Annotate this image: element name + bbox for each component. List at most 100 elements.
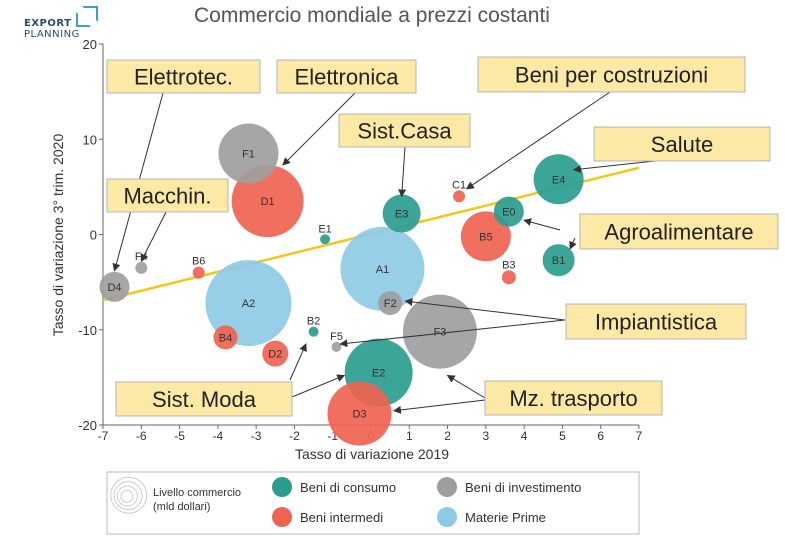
callout-box-mz-trasporto xyxy=(484,380,663,416)
x-tick-label: -6 xyxy=(136,429,147,443)
callout-label-sist-moda: Sist. Moda xyxy=(152,387,257,412)
callout-label-macchin: Macchin. xyxy=(123,184,211,209)
bubble-label-b2: B2 xyxy=(307,316,320,328)
x-tick-label: 4 xyxy=(521,429,528,443)
callout-box-elettronica xyxy=(276,59,417,94)
callout-box-salute xyxy=(593,126,771,162)
logo-square-icon xyxy=(82,6,98,22)
bubble-label-b1: B1 xyxy=(552,255,565,267)
legend-swatch-consumo xyxy=(272,477,292,497)
callout-arrow xyxy=(572,160,656,173)
bubble-b3 xyxy=(501,270,516,285)
bubble-label-d1: D1 xyxy=(261,196,275,208)
x-tick-label: 3 xyxy=(483,429,490,443)
callout-arrow xyxy=(392,399,486,414)
callout-arrow xyxy=(289,343,307,381)
legend-size-label-1: Livello commercio xyxy=(153,487,241,499)
bubble-f2 xyxy=(378,291,403,316)
bubble-label-e2: E2 xyxy=(372,368,385,380)
callout-label-salute: Salute xyxy=(651,132,713,157)
bubble-label-f2: F2 xyxy=(384,298,397,310)
callout-label-mz-trasporto: Mz. trasporto xyxy=(509,386,637,411)
callout-arrow xyxy=(465,91,611,190)
bubble-d2 xyxy=(262,340,289,367)
bubble-label-e4: E4 xyxy=(552,174,565,186)
callout-arrow xyxy=(404,298,566,321)
bubble-label-c1: C1 xyxy=(452,179,466,191)
bubble-label-e3: E3 xyxy=(395,209,408,221)
callout-box-sist-casa xyxy=(338,113,471,148)
x-tick-label: 1 xyxy=(406,429,413,443)
legend-swatch-prime xyxy=(437,507,457,527)
y-tick-label: 0 xyxy=(90,228,97,243)
y-axis-label: Tasso di variazione 3° trim. 2020 xyxy=(50,134,66,337)
y-tick-label: -20 xyxy=(78,418,97,433)
callout-box-agroalimentare xyxy=(579,213,779,250)
callout-arrows xyxy=(112,91,656,414)
logo-line2: PLANNING xyxy=(24,29,80,40)
callout-arrow xyxy=(140,211,167,263)
callout-arrow xyxy=(569,237,577,250)
legend-swatch-intermedi xyxy=(272,507,292,527)
bubble-b6 xyxy=(192,266,205,279)
legend-entry-investimento: Beni di investimento xyxy=(465,480,581,495)
y-tick-label: -10 xyxy=(78,323,97,338)
bubble-label-b6: B6 xyxy=(192,256,205,268)
callout-box-elettrotec xyxy=(106,59,261,94)
chart-title: Commercio mondiale a prezzi costanti xyxy=(194,4,550,27)
y-tick-label: 10 xyxy=(83,132,97,147)
x-tick-label: 2 xyxy=(444,429,451,443)
legend-size-circle xyxy=(113,481,143,511)
bubble-label-d2: D2 xyxy=(268,349,282,361)
legend: Livello commercio (mld dollari) Beni di co… xyxy=(106,471,640,535)
legend-size-circle xyxy=(120,489,134,503)
y-tick-label: 20 xyxy=(83,37,97,52)
legend-size-circle xyxy=(117,485,138,507)
callout-arrow xyxy=(446,374,486,399)
bubble-label-a2: A2 xyxy=(242,298,255,310)
bubble-label-d4: D4 xyxy=(107,282,121,294)
bubble-label-f5: F5 xyxy=(330,331,343,343)
x-tick-label: -3 xyxy=(251,429,262,443)
bubble-e3 xyxy=(382,194,421,233)
callout-label-impiantistica: Impiantistica xyxy=(595,310,718,335)
callout-label-beni-per-costruzioni: Beni per costruzioni xyxy=(515,63,708,88)
callout-arrow xyxy=(523,218,561,231)
legend-swatch-investimento xyxy=(437,477,457,497)
bubble-e0 xyxy=(493,196,524,227)
bubble-b4 xyxy=(213,325,238,350)
legend-size-circle xyxy=(110,476,148,514)
callout-arrow xyxy=(282,92,356,166)
x-tick-label: -4 xyxy=(213,429,224,443)
x-tick-label: 7 xyxy=(636,429,643,443)
bubble-b1 xyxy=(542,244,575,277)
x-tick-label: 5 xyxy=(559,429,566,443)
legend-entry-consumo: Beni di consumo xyxy=(300,480,396,495)
callout-box-impiantistica xyxy=(565,303,747,340)
bubble-label-a1: A1 xyxy=(376,264,389,276)
bubble-label-f1: F1 xyxy=(242,149,255,161)
bubble-label-f3: F3 xyxy=(433,327,446,339)
bubble-d3 xyxy=(327,381,392,446)
bubble-d4 xyxy=(99,271,130,302)
bubble-label-e1: E1 xyxy=(318,223,331,235)
legend-size-label-2: (mld dollari) xyxy=(153,501,210,513)
callout-label-elettronica: Elettronica xyxy=(295,65,400,90)
callout-label-agroalimentare: Agroalimentare xyxy=(604,220,753,245)
bubble-b5 xyxy=(460,211,511,262)
bubble-a1 xyxy=(340,226,425,311)
bubble-label-b5: B5 xyxy=(479,231,492,243)
legend-entry-prime: Materie Prime xyxy=(465,510,546,525)
legend-frame xyxy=(106,471,640,535)
x-tick-label: -2 xyxy=(289,429,300,443)
bubble-label-d3: D3 xyxy=(352,409,366,421)
logo-line1: EXPORT xyxy=(24,18,72,29)
x-axis-label: Tasso di variazione 2019 xyxy=(295,446,449,462)
callout-arrow xyxy=(291,374,346,398)
x-tick-label: -1 xyxy=(327,429,338,443)
bubble-f3 xyxy=(402,294,477,369)
bubble-label-b3: B3 xyxy=(502,259,515,271)
